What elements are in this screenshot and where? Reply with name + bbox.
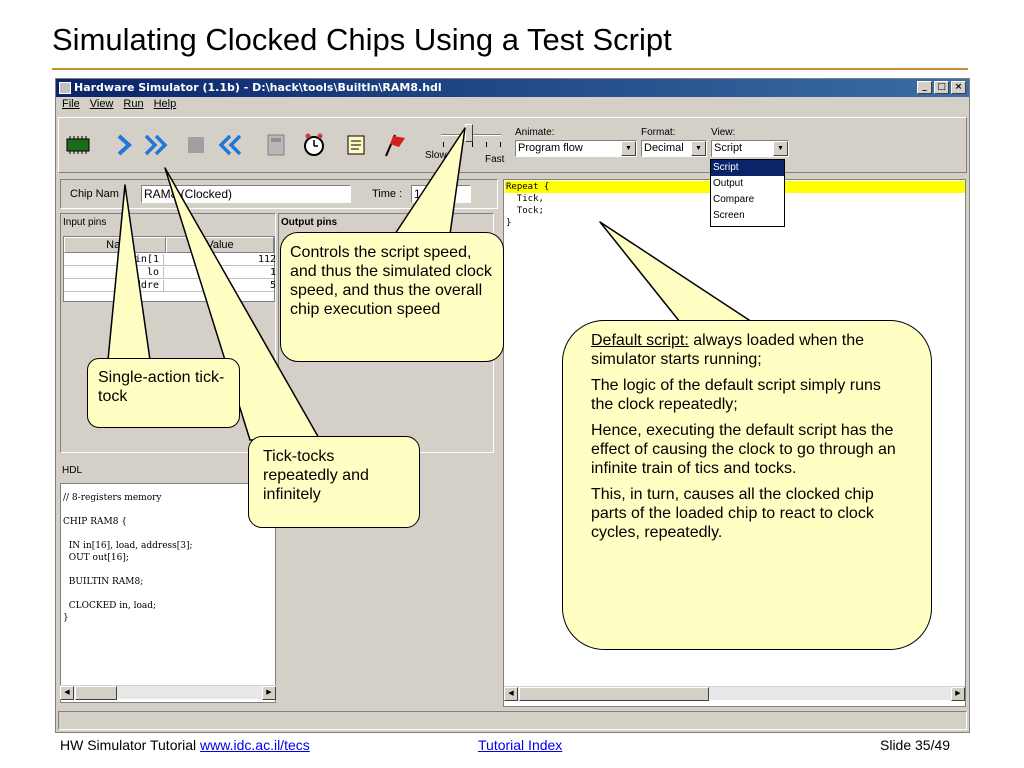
speed-fast-label: Fast (485, 154, 505, 165)
scroll-thumb[interactable] (519, 687, 709, 701)
col-name-header[interactable]: Nar (64, 237, 166, 253)
script-icon[interactable] (343, 132, 369, 158)
time-label: Time : (372, 188, 403, 200)
default-script-heading: Default script: (591, 332, 689, 349)
hdl-line: } (63, 613, 69, 623)
callout-single-tick: Single-action tick-tock (87, 358, 240, 428)
status-bar (58, 711, 967, 730)
calculator-icon[interactable] (263, 132, 289, 158)
scroll-left-icon[interactable]: ◀ (60, 686, 74, 700)
fast-forward-icon[interactable] (143, 132, 169, 158)
table-row[interactable]: addre 5 (64, 280, 276, 292)
chevron-down-icon[interactable]: ▼ (621, 141, 636, 156)
hdl-line (63, 528, 273, 540)
table-row[interactable]: lo 1 (64, 267, 276, 279)
footer-left: HW Simulator Tutorial www.idc.ac.il/tecs (60, 737, 310, 753)
view-dropdown-list: Script Output Compare Screen (710, 159, 785, 227)
minimize-button[interactable]: _ (917, 81, 932, 94)
format-select[interactable]: Decimal ▼ (641, 140, 707, 157)
chip-info-row: Chip Nam RAM8 (Clocked) Time : 1 (60, 179, 498, 209)
close-button[interactable]: × (951, 81, 966, 94)
menu-file[interactable]: File (62, 98, 80, 110)
speed-slow-label: Slow (425, 150, 447, 161)
table-row[interactable]: in[1 112 (64, 254, 276, 266)
tecs-link[interactable]: www.idc.ac.il/tecs (200, 737, 310, 753)
scroll-right-icon[interactable]: ▶ (262, 686, 276, 700)
hdl-line: // 8-registers memory (63, 493, 162, 503)
script-line[interactable]: Tick, (506, 194, 544, 204)
slide-number: Slide 35/49 (880, 737, 951, 753)
hdl-line: CLOCKED in, load; (63, 601, 157, 611)
callout-default-script: Default script: always loaded when the s… (562, 320, 932, 650)
hdl-line (63, 564, 273, 576)
chevron-down-icon[interactable]: ▼ (691, 141, 706, 156)
window-titlebar[interactable]: Hardware Simulator (1.1b) - D:\hack\tool… (56, 79, 969, 97)
toolbar: Slow Fast Animate: Program flow ▼ Format… (58, 117, 967, 173)
app-icon (59, 82, 71, 94)
view-option-screen[interactable]: Screen (713, 210, 745, 221)
chevron-down-icon[interactable]: ▼ (773, 141, 788, 156)
clock-icon[interactable] (301, 132, 327, 158)
hdl-scrollbar[interactable]: ◀ ▶ (60, 685, 276, 700)
script-line[interactable]: Tock; (506, 206, 544, 216)
hdl-line (63, 588, 273, 600)
view-label: View: (711, 127, 736, 138)
speed-slider[interactable]: Slow Fast (425, 120, 513, 170)
stop-icon[interactable] (183, 132, 209, 158)
hdl-source[interactable]: // 8-registers memory CHIP RAM8 { IN in[… (60, 483, 276, 703)
menu-bar: File View Run Help (58, 98, 176, 115)
hdl-line: CHIP RAM8 { (63, 517, 128, 527)
view-select[interactable]: Script ▼ (711, 140, 789, 157)
view-option-compare[interactable]: Compare (713, 194, 755, 205)
hdl-line (63, 504, 273, 516)
hdl-line: IN in[16], load, address[3]; (63, 541, 193, 551)
callout-speed: Controls the script speed, and thus the … (280, 232, 504, 362)
animate-label: Animate: (515, 127, 555, 138)
hdl-line: OUT out[16]; (63, 553, 129, 563)
single-step-icon[interactable] (111, 132, 137, 158)
menu-view[interactable]: View (89, 98, 114, 110)
script-line[interactable]: } (506, 218, 512, 228)
tutorial-index-link[interactable]: Tutorial Index (478, 737, 563, 753)
chip-name-label: Chip Nam (70, 188, 119, 200)
format-label: Format: (641, 127, 676, 138)
view-option-script[interactable]: Script (711, 160, 784, 176)
callout-repeat-tick: Tick-tocks repeatedly and infinitely (248, 436, 420, 528)
input-pins-table: Nar Value in[1 112 lo 1 addre 5 (63, 236, 276, 302)
scroll-left-icon[interactable]: ◀ (504, 687, 518, 701)
menu-help[interactable]: Help (153, 98, 177, 110)
maximize-button[interactable]: □ (934, 81, 949, 94)
footer-center: Tutorial Index (478, 737, 562, 753)
slide-title: Simulating Clocked Chips Using a Test Sc… (52, 22, 672, 57)
output-pins-title: Output pins (281, 217, 338, 228)
hdl-line: BUILTIN RAM8; (63, 577, 144, 587)
window-title: Hardware Simulator (1.1b) - D:\hack\tool… (74, 81, 442, 94)
script-scrollbar[interactable]: ◀ ▶ (504, 686, 965, 701)
speed-slider-thumb[interactable] (465, 124, 473, 142)
menu-run[interactable]: Run (123, 98, 144, 110)
animate-select[interactable]: Program flow ▼ (515, 140, 637, 157)
scroll-thumb[interactable] (75, 686, 117, 700)
breakpoint-flag-icon[interactable] (381, 132, 407, 158)
input-pins-title: Input pins (63, 217, 107, 228)
chip-name-field[interactable]: RAM8 (Clocked) (141, 185, 351, 203)
scroll-right-icon[interactable]: ▶ (951, 687, 965, 701)
title-divider (52, 68, 968, 70)
time-field[interactable]: 1 (411, 185, 471, 203)
hdl-title: HDL (62, 465, 83, 476)
chip-load-icon[interactable] (65, 132, 91, 158)
rewind-icon[interactable] (217, 132, 243, 158)
col-value-header[interactable]: Value (166, 237, 274, 253)
view-option-output[interactable]: Output (713, 178, 744, 189)
